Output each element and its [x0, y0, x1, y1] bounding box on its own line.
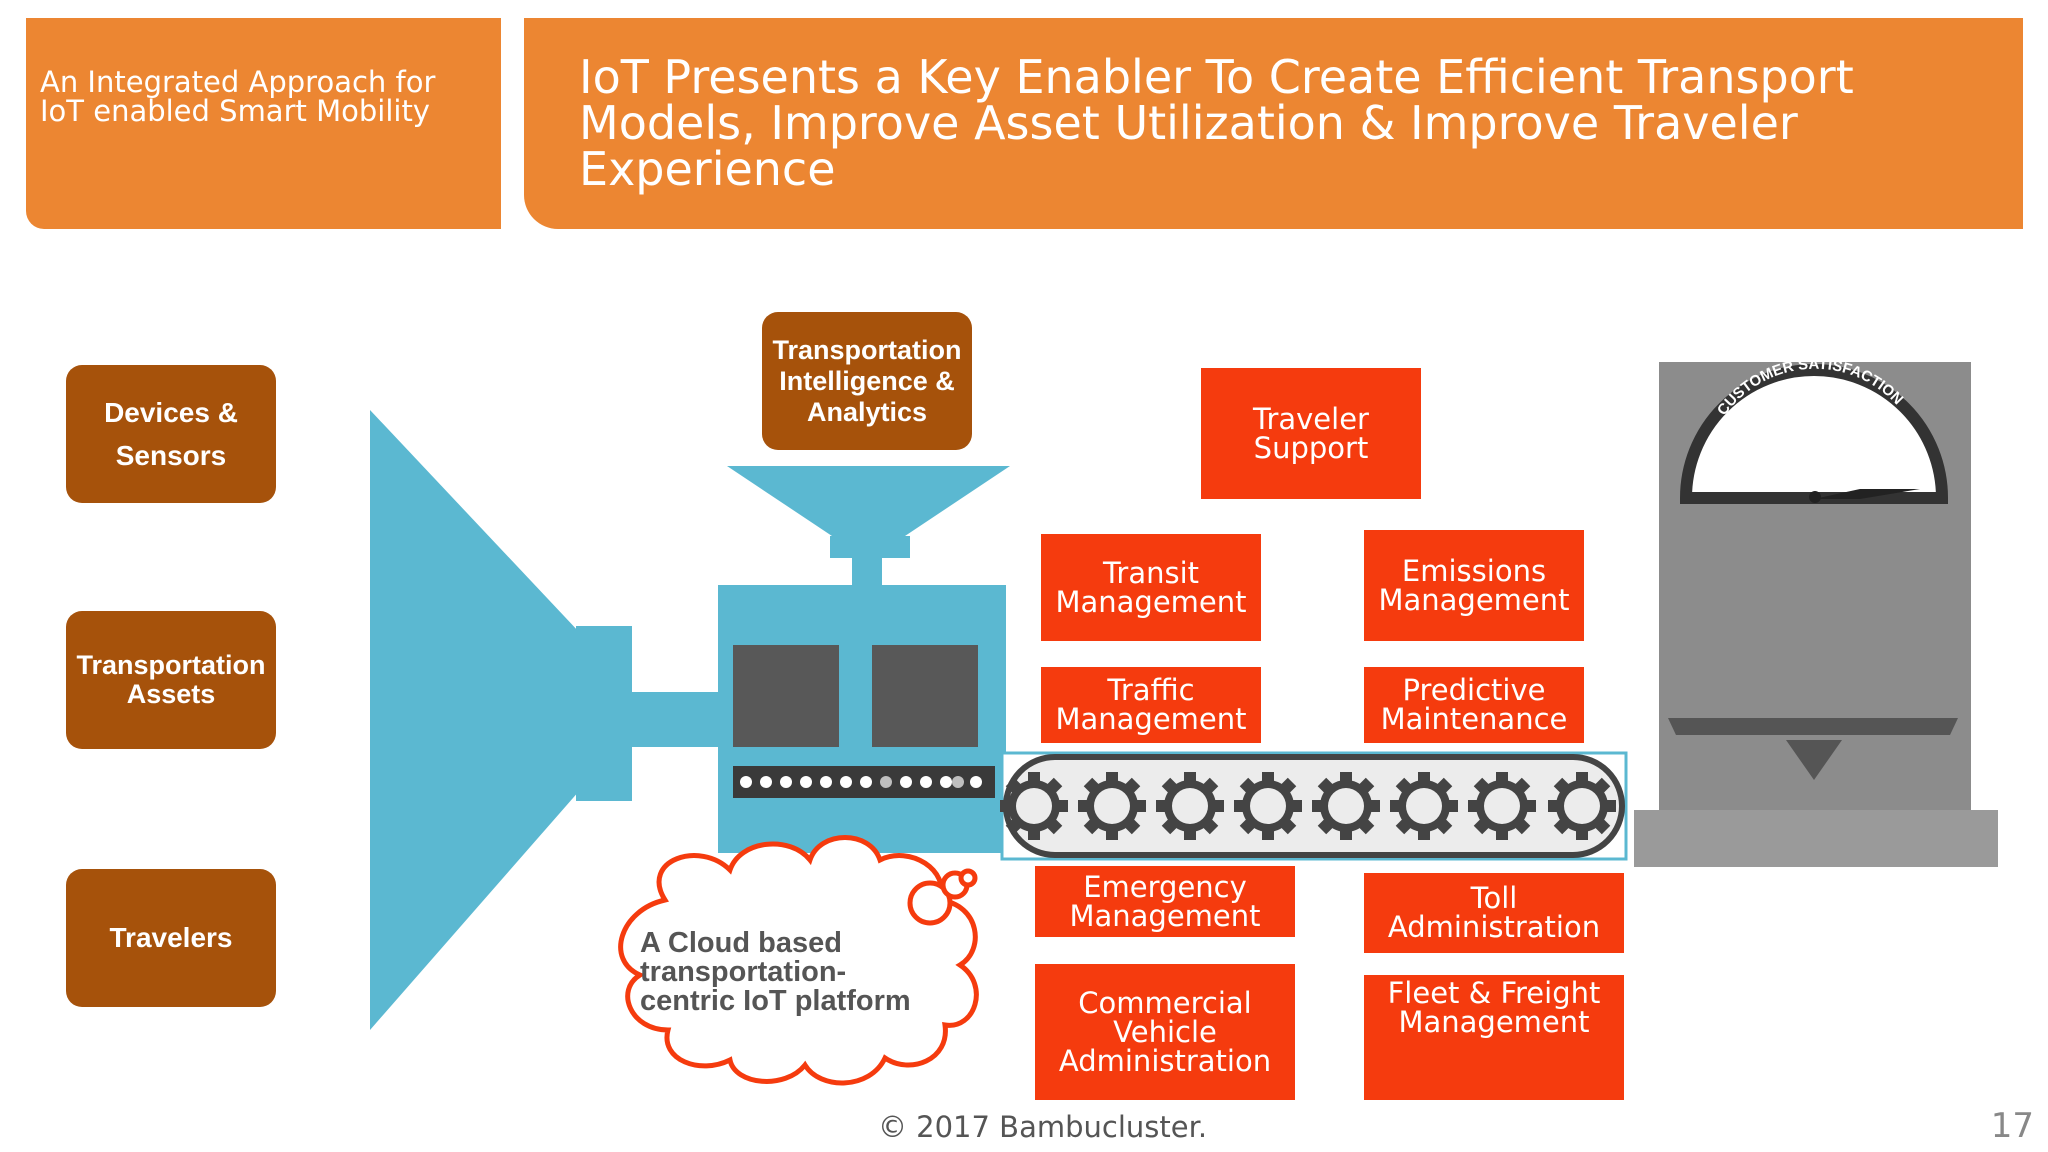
- gauge-tray: [1668, 718, 1958, 735]
- cloud-bubble: [618, 835, 979, 1086]
- outcome-emissions-management: Emissions Management: [1364, 530, 1584, 641]
- page-number: 17: [1990, 1106, 2034, 1146]
- copyright-text: © 2017 Bambucluster.: [877, 1110, 1208, 1144]
- machine-window-right: [872, 645, 978, 747]
- analytics-box: Transportation Intelligence & Analytics: [762, 312, 972, 450]
- cloud-platform-label: A Cloud based transportation- centric Io…: [640, 927, 911, 1017]
- gauge-pivot: [1809, 491, 1821, 503]
- header-title-banner: IoT Presents a Key Enabler To Create Eff…: [524, 18, 2023, 229]
- machine-window-left: [733, 645, 839, 747]
- funnel-neck: [576, 626, 632, 801]
- input-transportation-assets: Transportation Assets: [66, 611, 276, 749]
- outcome-traveler-support: Traveler Support: [1201, 368, 1421, 499]
- hopper-base: [830, 536, 910, 558]
- machine-leds: [740, 776, 982, 788]
- gauge-dial: [1679, 364, 1949, 504]
- input-travelers: Travelers: [66, 869, 276, 1007]
- outcome-transit-management: Transit Management: [1041, 534, 1261, 641]
- gauge-needle: [1814, 489, 1920, 499]
- input-devices-sensors: Devices & Sensors: [66, 365, 276, 503]
- analytics-hopper: [727, 466, 1010, 538]
- slide-title: IoT Presents a Key Enabler To Create Eff…: [579, 50, 1854, 196]
- input-funnel: [370, 410, 580, 1030]
- gauge-base: [1634, 810, 1998, 867]
- connector-pipe: [632, 692, 722, 747]
- header-subtitle: An Integrated Approach for IoT enabled S…: [40, 65, 436, 128]
- outcome-commercial-vehicle-administration: Commercial Vehicle Administration: [1035, 964, 1295, 1100]
- outcome-emergency-management: Emergency Management: [1035, 866, 1295, 937]
- outcome-predictive-maintenance: Predictive Maintenance: [1364, 667, 1584, 743]
- outcome-fleet-freight-management: Fleet & Freight Management: [1364, 975, 1624, 1100]
- outcome-traffic-management: Traffic Management: [1041, 667, 1261, 743]
- hopper-stem: [852, 556, 882, 588]
- gauge-pointer: [1786, 740, 1842, 780]
- outcome-toll-administration: Toll Administration: [1364, 873, 1624, 953]
- header-subtitle-banner: An Integrated Approach for IoT enabled S…: [26, 18, 501, 229]
